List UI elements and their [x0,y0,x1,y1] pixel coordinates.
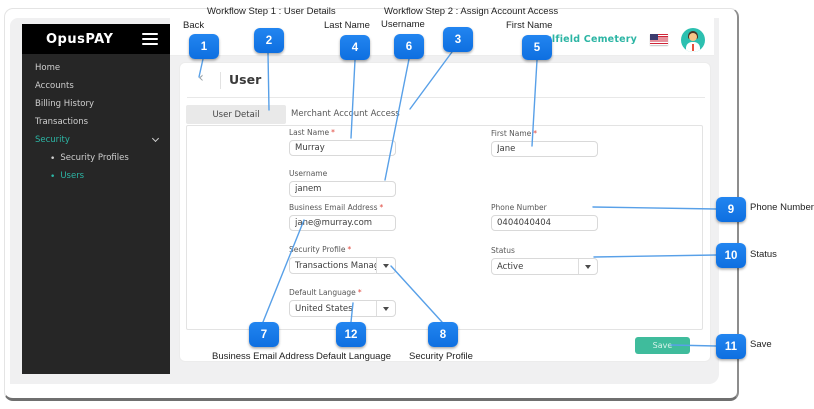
required-asterisk: * [379,203,384,212]
username-input[interactable] [289,181,396,197]
merchant-name: Caulfield Cemetery [531,34,637,45]
sidebar-item-security-profiles[interactable]: • Security Profiles [50,153,129,164]
required-asterisk: * [357,288,362,297]
callout-5-label: First Name [506,20,553,31]
required-asterisk: * [331,128,335,137]
callout-7-label: Business Email Address [212,351,314,362]
callout-2-label: Workflow Step 1 : User Details [207,6,336,17]
security-profile-field: Security Profile* Transactions Manager [289,245,396,274]
dropdown-arrow-icon[interactable] [578,259,597,274]
page-title: User [229,72,262,87]
default-language-select[interactable]: United States [289,300,396,317]
sidebar-item-accounts[interactable]: Accounts [35,81,74,91]
callout-1-back: 1 [189,34,219,59]
callout-11-save: 11 [716,334,746,359]
bullet-icon: • [50,171,56,182]
user-detail-card: ‹ User User Detail Merchant Account Acce… [179,62,711,362]
required-asterisk: * [347,245,352,254]
callout-2-workflow-step-1: 2 [254,28,284,53]
status-label: Status [491,246,515,255]
security-profile-select[interactable]: Transactions Manager [289,257,396,274]
default-language-field: Default Language* United States [289,288,396,317]
first-name-field: First Name* [491,129,598,157]
business-email-field: Business Email Address* [289,203,396,231]
dropdown-arrow-icon[interactable] [376,301,395,316]
sidebar-item-security[interactable]: Security [22,134,170,145]
status-select[interactable]: Active [491,258,598,275]
callout-9-label: Phone Number [750,202,814,213]
callout-12-default-language: 12 [336,322,366,347]
sidebar-nav: Home Accounts Billing History Transactio… [22,64,170,181]
callout-10-status: 10 [716,243,746,268]
username-field: Username [289,169,396,197]
callout-7-business-email: 7 [249,322,279,347]
first-name-label: First Name* [491,129,538,138]
chevron-down-icon [151,134,160,143]
brand-logo: OpusPAY [46,31,114,47]
save-button[interactable]: Save [635,337,690,354]
back-button[interactable]: ‹ [198,70,204,86]
business-email-label: Business Email Address* [289,203,384,212]
sidebar-item-users[interactable]: • Users [50,171,85,182]
callout-11-label: Save [750,339,772,350]
user-avatar[interactable] [681,27,705,52]
last-name-field: Last Name* [289,128,396,156]
callout-5-first-name: 5 [522,35,552,60]
bullet-icon: • [50,153,56,164]
security-profile-label: Security Profile* [289,245,352,254]
phone-number-label: Phone Number [491,203,547,212]
callout-6-label: Username [381,19,425,30]
callout-6-username: 6 [394,34,424,59]
hamburger-menu-icon[interactable] [142,33,158,45]
tab-user-detail[interactable]: User Detail [186,105,286,124]
callout-3-label: Workflow Step 2 : Assign Account Access [384,6,559,17]
sidebar-item-home[interactable]: Home [35,63,61,73]
callout-3-workflow-step-2: 3 [443,27,473,52]
last-name-input[interactable] [289,140,396,156]
us-flag-icon[interactable] [650,34,668,45]
required-asterisk: * [533,129,538,138]
dropdown-arrow-icon[interactable] [376,258,395,273]
sidebar-item-transactions[interactable]: Transactions [35,117,89,127]
last-name-label: Last Name* [289,128,335,137]
topbar-spacer [170,9,714,25]
callout-10-label: Status [750,249,777,260]
sidebar-item-billing-history[interactable]: Billing History [35,99,95,109]
callout-1-label: Back [183,20,205,31]
phone-number-field: Phone Number [491,203,598,231]
default-language-label: Default Language* [289,288,362,297]
username-label: Username [289,169,328,178]
callout-4-label: Last Name [324,20,370,31]
callout-8-label: Security Profile [409,351,473,362]
callout-4-last-name: 4 [340,35,370,60]
business-email-input[interactable] [289,215,396,231]
header-divider [187,97,705,98]
user-form [186,125,703,330]
phone-number-input[interactable] [491,215,598,231]
callout-9-phone-number: 9 [716,197,746,222]
sidebar: OpusPAY Home Accounts Billing History Tr… [22,24,170,374]
callout-8-security-profile: 8 [428,322,458,347]
tab-merchant-account-access[interactable]: Merchant Account Access [291,109,400,119]
topbar: Caulfield Cemetery [170,24,714,56]
callout-12-label: Default Language [316,351,392,362]
first-name-input[interactable] [491,141,598,157]
status-field: Status Active [491,246,598,275]
sidebar-header: OpusPAY [22,24,170,54]
title-divider [220,72,221,89]
